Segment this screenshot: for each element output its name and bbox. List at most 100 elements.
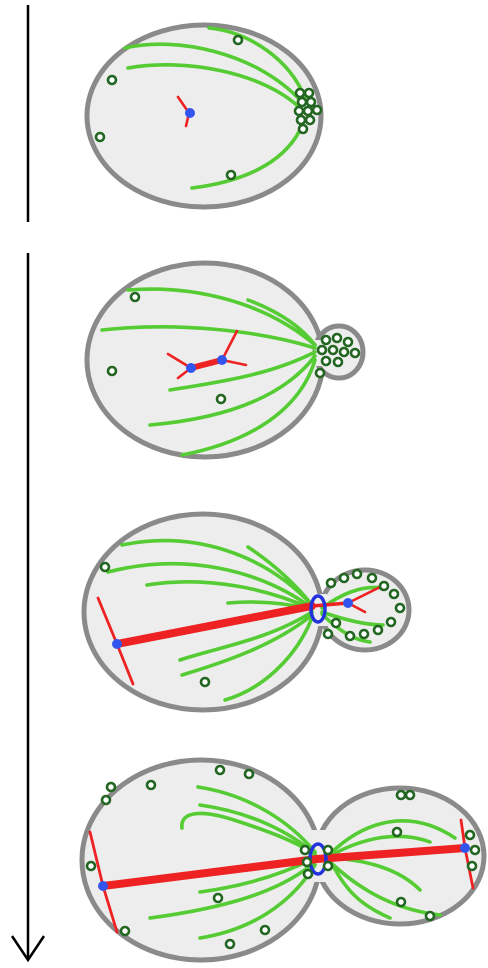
microtubule xyxy=(126,287,317,347)
organelle xyxy=(212,892,224,904)
organelle xyxy=(469,844,481,856)
organelle xyxy=(404,789,416,801)
organelle xyxy=(296,96,308,108)
microtubule xyxy=(178,610,314,662)
organelle xyxy=(322,844,334,856)
organelle xyxy=(325,577,337,589)
microtubule xyxy=(207,26,307,100)
spindle-pole-body xyxy=(185,108,195,118)
organelle xyxy=(327,344,339,356)
mother-cell xyxy=(84,22,324,210)
organelle xyxy=(105,781,117,793)
spindle-fiber xyxy=(188,357,225,371)
panel-medium-bud xyxy=(81,511,412,713)
organelle xyxy=(366,572,378,584)
organelles xyxy=(94,34,323,181)
organelle xyxy=(391,826,403,838)
organelle xyxy=(294,87,306,99)
septin-ring xyxy=(309,594,327,624)
microtubule xyxy=(126,63,302,110)
organelle xyxy=(225,169,237,181)
organelle xyxy=(344,630,356,642)
organelle xyxy=(99,561,111,573)
spindle-pole-body xyxy=(217,355,227,365)
organelle xyxy=(464,829,476,841)
microtubule xyxy=(328,858,392,920)
panel-unbudded xyxy=(84,22,324,210)
microtubule xyxy=(168,350,317,392)
organelle xyxy=(295,114,307,126)
organelle xyxy=(199,676,211,688)
spindle-fiber xyxy=(88,830,105,888)
organelle xyxy=(85,860,97,872)
organelle xyxy=(395,896,407,908)
organelle xyxy=(385,616,397,628)
organelle xyxy=(302,868,314,880)
organelle xyxy=(358,628,370,640)
spindle-fiber xyxy=(115,642,135,686)
organelle xyxy=(100,794,112,806)
spindle-pole-body xyxy=(112,639,122,649)
organelle xyxy=(320,355,332,367)
microtubule xyxy=(148,860,317,920)
arrow-head-icon xyxy=(10,935,46,963)
time-arrows xyxy=(10,5,46,963)
organelle xyxy=(338,346,350,358)
spindle xyxy=(176,95,195,128)
organelle xyxy=(129,291,141,303)
spindle xyxy=(96,584,384,686)
microtubule xyxy=(120,538,314,607)
microtubule xyxy=(223,616,314,702)
microtubule xyxy=(123,42,302,102)
microtubule xyxy=(190,128,302,190)
panel-large-bud xyxy=(79,757,487,963)
organelle xyxy=(259,924,271,936)
organelle xyxy=(466,860,478,872)
organelle xyxy=(232,34,244,46)
organelle xyxy=(215,393,227,405)
organelle xyxy=(322,860,334,872)
microtubule xyxy=(180,358,317,457)
spindle-pole-body xyxy=(343,598,353,608)
spindle-fiber xyxy=(96,596,119,646)
microtubule xyxy=(106,561,314,610)
organelle xyxy=(214,764,226,776)
organelle xyxy=(301,856,313,868)
organelle xyxy=(224,938,236,950)
spindle-fiber xyxy=(310,601,350,608)
microtubules xyxy=(100,287,317,457)
organelle xyxy=(243,768,255,780)
microtubule xyxy=(328,860,442,917)
organelle xyxy=(351,568,363,580)
microtubule xyxy=(328,834,432,858)
microtubule xyxy=(148,354,317,427)
microtubule xyxy=(246,545,314,607)
organelle xyxy=(394,602,406,614)
organelle xyxy=(424,910,436,922)
organelle xyxy=(297,123,309,135)
microtubule xyxy=(145,580,314,611)
spindle-fiber xyxy=(99,855,321,890)
organelle xyxy=(388,588,400,600)
spindle-fiber xyxy=(346,584,384,605)
organelle xyxy=(302,105,314,117)
organelle xyxy=(316,344,328,356)
microtubule xyxy=(100,325,317,350)
spindle xyxy=(88,818,475,934)
microtubule xyxy=(180,613,314,677)
organelle xyxy=(338,572,350,584)
organelle xyxy=(372,624,384,636)
organelle xyxy=(94,131,106,143)
organelle xyxy=(378,580,390,592)
organelle xyxy=(311,104,323,116)
organelle xyxy=(349,347,361,359)
spindle-fiber xyxy=(101,884,119,934)
microtubules xyxy=(106,538,385,702)
spindle-fiber xyxy=(220,329,239,362)
organelle xyxy=(314,367,326,379)
mother-cell xyxy=(84,260,326,460)
spindle-pole-body xyxy=(460,843,470,853)
microtubule xyxy=(328,819,457,856)
spindle-fiber xyxy=(113,602,316,648)
organelles xyxy=(85,764,481,950)
